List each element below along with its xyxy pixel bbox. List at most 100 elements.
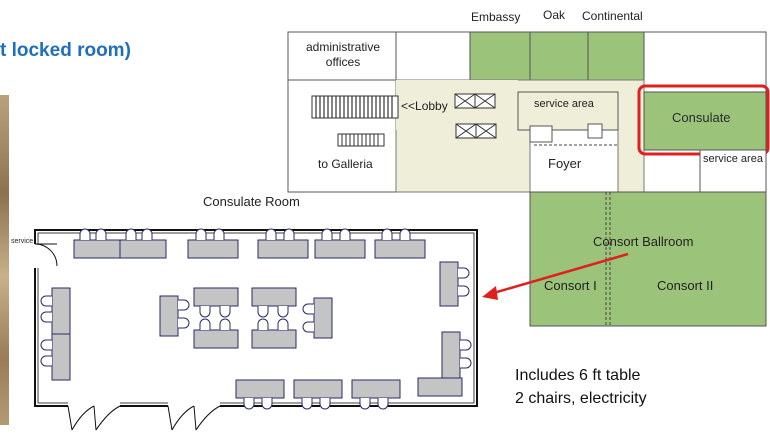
- label-foyer: Foyer: [548, 156, 582, 171]
- chair: [460, 357, 472, 369]
- chair: [458, 285, 470, 297]
- chair: [178, 299, 190, 311]
- chair: [261, 398, 273, 410]
- bottom-door-gap: [68, 402, 120, 408]
- label-oak: Oak: [543, 8, 566, 22]
- room-wall: [34, 229, 478, 407]
- chair: [40, 295, 52, 307]
- table: [187, 239, 239, 259]
- label-lobby: <<Lobby: [401, 99, 448, 113]
- chair: [40, 355, 52, 367]
- room-consulate: [643, 91, 767, 151]
- pointer-arrowhead: [482, 286, 498, 300]
- table: [51, 287, 71, 335]
- chair: [277, 318, 289, 330]
- chair: [40, 311, 52, 323]
- table: [374, 239, 426, 259]
- chair: [219, 318, 231, 330]
- table: [159, 295, 179, 337]
- table-note: Includes 6 ft table 2 chairs, electricit…: [515, 364, 647, 410]
- label-administrative-offices: administrative offices: [305, 40, 381, 69]
- bottom-door-gap: [168, 402, 220, 408]
- chair: [460, 339, 472, 351]
- escalator-lines: [341, 134, 379, 146]
- label-consort-1: Consort I: [544, 278, 597, 293]
- chair: [199, 306, 211, 318]
- chair: [79, 228, 91, 240]
- venue-photo-edge: [0, 95, 9, 425]
- chair: [243, 398, 255, 410]
- elevator-icon: [454, 93, 497, 139]
- service-door-gap: [33, 244, 39, 268]
- service-area-item: [529, 125, 553, 143]
- chair: [359, 398, 371, 410]
- room-oak: [529, 31, 589, 81]
- table: [193, 329, 239, 349]
- bottom-door-swing: [67, 405, 121, 431]
- table: [51, 333, 71, 381]
- chair: [321, 228, 333, 240]
- table: [417, 377, 463, 397]
- chair: [178, 317, 190, 329]
- chair: [257, 306, 269, 318]
- label-consulate: Consulate: [672, 110, 731, 125]
- table: [313, 297, 333, 339]
- stairs-lines: [315, 96, 393, 118]
- chair: [125, 228, 137, 240]
- bottom-door-swing: [167, 405, 221, 431]
- table: [314, 239, 366, 259]
- chair: [40, 339, 52, 351]
- room-continental: [587, 31, 645, 81]
- table: [293, 379, 343, 399]
- room-embassy: [469, 31, 531, 81]
- label-to-galleria: to Galleria: [318, 157, 373, 171]
- pointer-arrow: [489, 252, 629, 296]
- chair: [302, 303, 314, 315]
- chair: [399, 228, 411, 240]
- label-embassy: Embassy: [471, 10, 521, 24]
- label-service-area-top: service area: [534, 98, 594, 110]
- chair: [277, 306, 289, 318]
- service-door-label: service: [11, 238, 34, 245]
- chair: [339, 228, 351, 240]
- service-area-item: [587, 123, 603, 139]
- chair: [319, 398, 331, 410]
- table: [235, 379, 285, 399]
- label-service-area-side: service area: [703, 153, 763, 165]
- chair: [213, 228, 225, 240]
- chair: [377, 398, 389, 410]
- room-layout-title: Consulate Room: [203, 194, 300, 209]
- table: [439, 261, 459, 307]
- room-consort-ballroom: [529, 191, 767, 327]
- chair: [458, 267, 470, 279]
- room-administrative-offices: [287, 31, 397, 81]
- chair: [381, 228, 393, 240]
- room-service-area-side: [699, 149, 767, 193]
- table: [73, 239, 121, 259]
- label-consort-2: Consort II: [657, 278, 714, 293]
- chair: [257, 318, 269, 330]
- table: [351, 379, 401, 399]
- chair: [301, 398, 313, 410]
- table: [441, 331, 461, 379]
- table: [251, 287, 297, 307]
- label-consort-ballroom: Consort Ballroom: [593, 234, 694, 249]
- table: [119, 239, 167, 259]
- chair: [265, 228, 277, 240]
- chair: [302, 321, 314, 333]
- chair: [141, 228, 153, 240]
- table-note-line1: Includes 6 ft table: [515, 367, 641, 384]
- page-heading: t locked room): [0, 40, 131, 61]
- table-note-line2: 2 chairs, electricity: [515, 390, 647, 407]
- table: [193, 287, 239, 307]
- service-area-box: [517, 91, 619, 131]
- room-wall-inner: [37, 232, 475, 404]
- chair: [283, 228, 295, 240]
- table: [251, 329, 297, 349]
- chair: [199, 318, 211, 330]
- chair: [95, 228, 107, 240]
- chair: [219, 306, 231, 318]
- chair: [195, 228, 207, 240]
